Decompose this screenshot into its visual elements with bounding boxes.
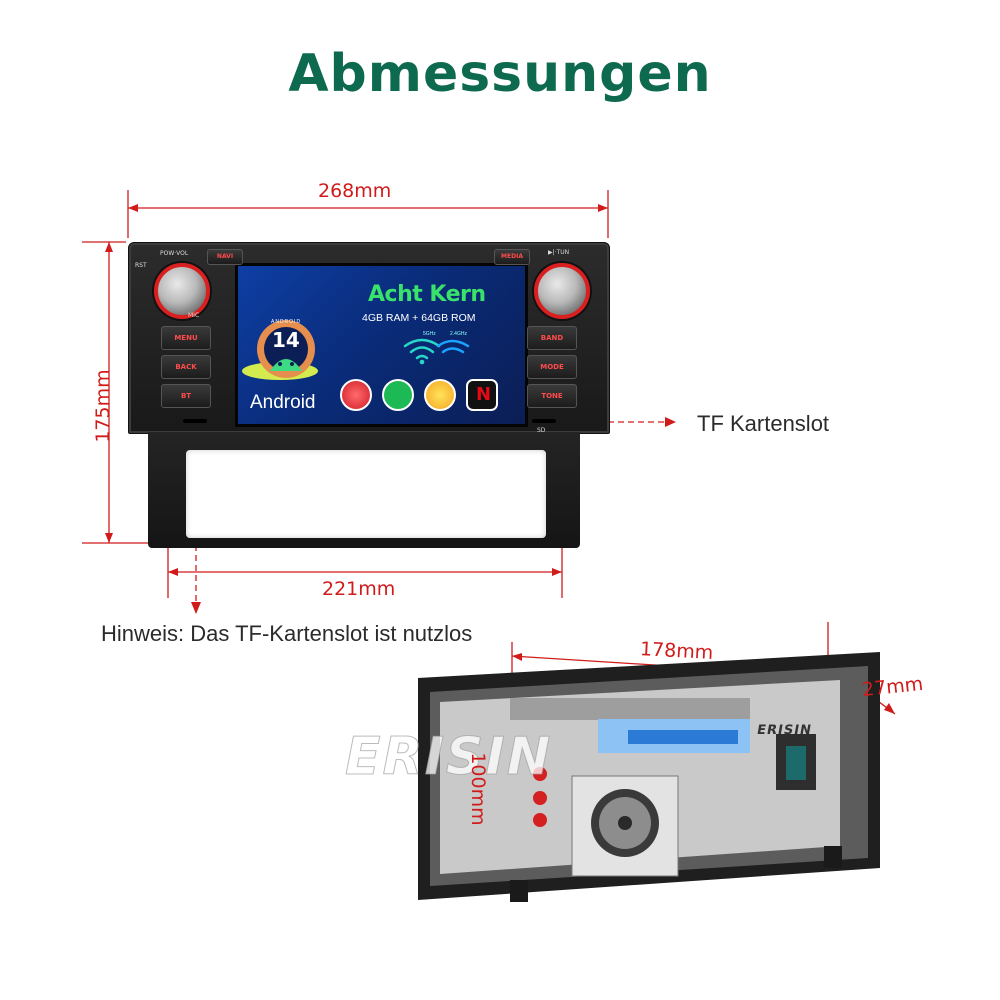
climate-panel-window — [186, 450, 546, 538]
wifi-icon — [403, 338, 470, 365]
tun-label: ▶|·TUN — [548, 249, 570, 256]
android-label: Android — [250, 392, 316, 413]
wifi-5ghz-label: 5GHz — [423, 331, 436, 337]
navi-button[interactable]: NAVI — [207, 249, 243, 265]
app-icon-3[interactable] — [424, 379, 456, 411]
rear-brand-label: ERISIN — [755, 723, 814, 738]
screen-headline: Acht Kern — [368, 282, 486, 307]
band-button[interactable]: BAND — [527, 326, 577, 350]
back-button[interactable]: BACK — [161, 355, 211, 379]
rst-label: RST — [135, 262, 147, 269]
tf-slot-left — [183, 419, 207, 423]
app-icon-1[interactable] — [340, 379, 372, 411]
dimension-rear-height: 100mm — [467, 752, 489, 826]
sd-slot — [532, 419, 556, 423]
android-version: 14 — [272, 328, 300, 352]
mode-button[interactable]: MODE — [527, 355, 577, 379]
android-logo-icon — [242, 320, 318, 380]
media-button[interactable]: MEDIA — [494, 249, 530, 265]
tune-knob[interactable] — [534, 263, 590, 319]
wifi-24ghz-label: 2.4GHz — [450, 331, 467, 337]
android-ring-text: ANDROID — [271, 319, 302, 325]
android-badge: 14 ANDROID — [240, 313, 340, 388]
note-text: Hinweis: Das TF-Kartenslot ist nutzlos — [101, 621, 473, 646]
netflix-icon[interactable]: N — [466, 379, 498, 411]
volume-knob[interactable] — [154, 263, 210, 319]
climate-panel — [148, 432, 580, 548]
spotify-icon[interactable] — [382, 379, 414, 411]
rear-unit-view — [418, 652, 880, 902]
menu-button[interactable]: MENU — [161, 326, 211, 350]
pow-vol-label: POW·VOL — [160, 250, 189, 257]
page-title: Abmessungen — [288, 44, 712, 104]
dimension-height-front: 175mm — [92, 369, 114, 443]
mic-label: MIC — [188, 312, 200, 319]
screen-memory: 4GB RAM + 64GB ROM — [362, 312, 476, 324]
tone-button[interactable]: TONE — [527, 384, 577, 408]
sd-label: SD — [537, 427, 546, 434]
dimension-rear-width: 178mm — [639, 638, 714, 664]
dimension-width-bottom: 221mm — [322, 578, 396, 600]
watermark-logo: ERISIN — [344, 727, 553, 788]
tf-slot-label: TF Kartenslot — [697, 411, 830, 436]
bt-button[interactable]: BT — [161, 384, 211, 408]
dimension-width-front: 268mm — [318, 180, 392, 202]
